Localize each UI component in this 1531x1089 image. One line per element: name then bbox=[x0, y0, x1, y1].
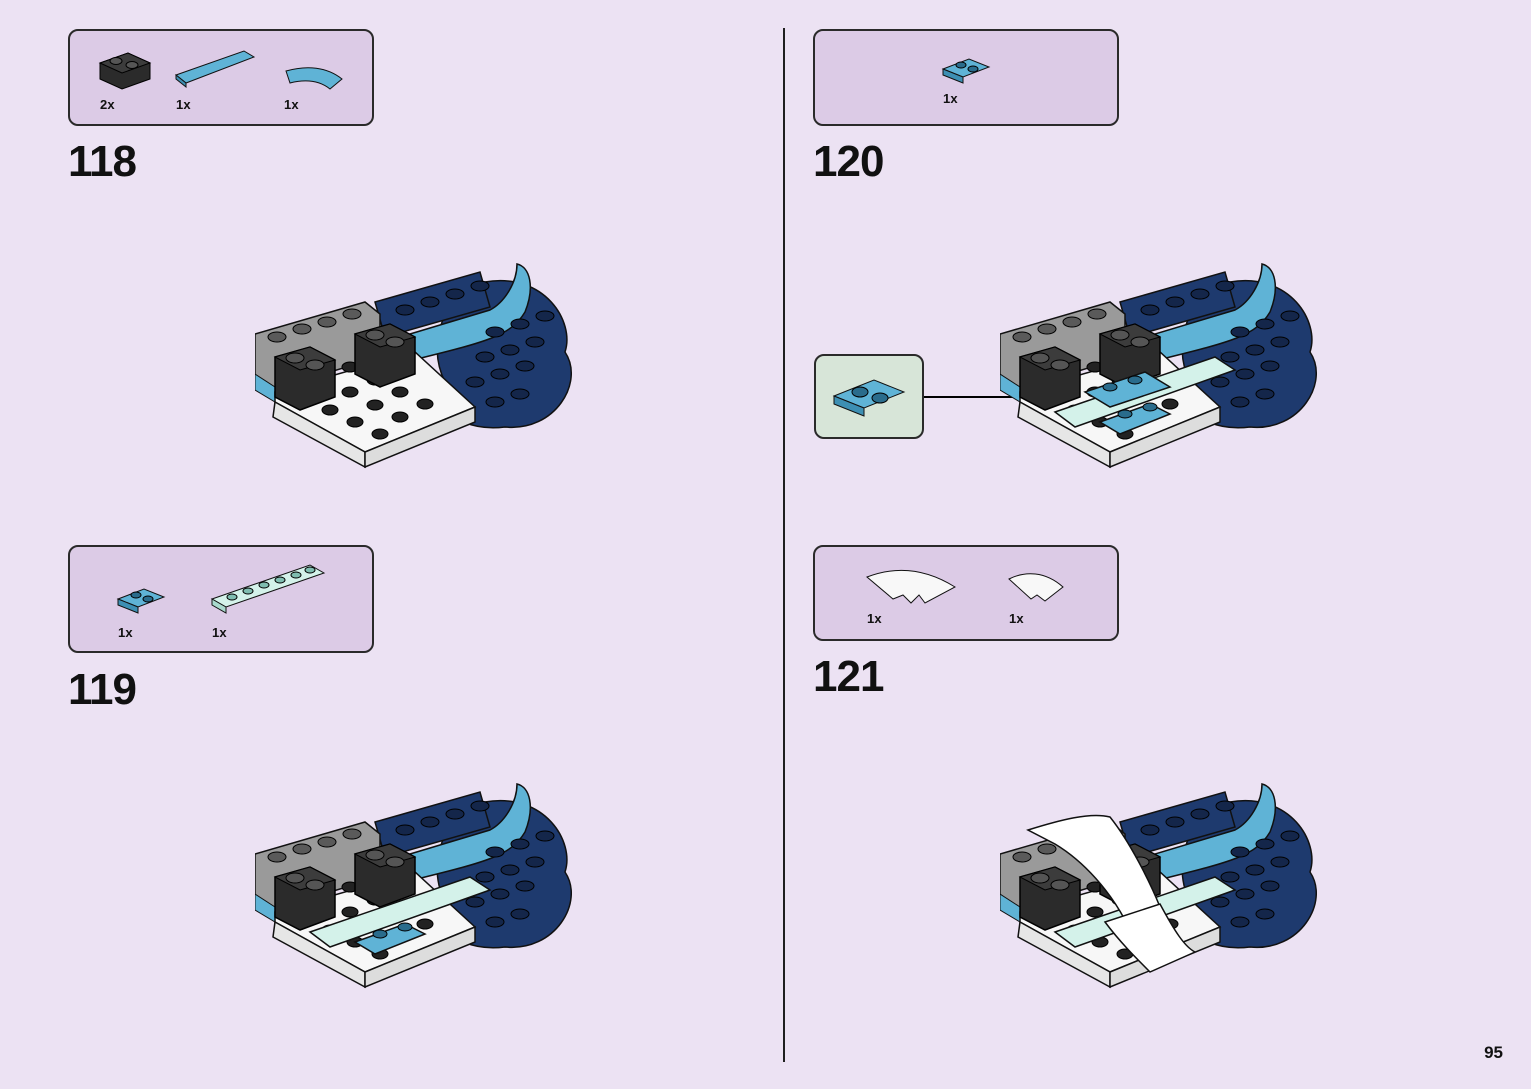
step-number: 120 bbox=[813, 140, 883, 184]
page-divider bbox=[783, 28, 785, 1062]
azure-curved-tile-icon bbox=[282, 65, 346, 93]
part-quantity: 1x bbox=[867, 611, 882, 626]
step-number: 119 bbox=[68, 668, 136, 712]
part-quantity: 1x bbox=[284, 97, 299, 112]
step-119-model-illustration bbox=[255, 782, 575, 1007]
part-quantity: 1x bbox=[176, 97, 191, 112]
step-118-model-illustration bbox=[255, 262, 575, 487]
step-121-model-illustration bbox=[1000, 782, 1320, 1007]
part-quantity: 2x bbox=[100, 97, 115, 112]
parts-list-step-120: 1x bbox=[813, 29, 1119, 126]
azure-tile-1x6-icon bbox=[174, 49, 256, 89]
white-curved-slope-large-icon bbox=[863, 565, 961, 609]
white-curved-slope-small-icon bbox=[1005, 569, 1069, 609]
step-number: 121 bbox=[813, 655, 883, 699]
azure-plate-1x2-icon bbox=[832, 374, 908, 420]
aqua-plate-1x6-icon bbox=[210, 563, 330, 615]
part-quantity: 1x bbox=[1009, 611, 1024, 626]
step-number: 118 bbox=[68, 140, 136, 184]
parts-list-step-119: 1x 1x bbox=[68, 545, 374, 653]
black-brick-1x2-icon bbox=[98, 49, 154, 91]
sub-assembly-callout bbox=[814, 354, 924, 439]
parts-list-step-118: 2x 1x 1x bbox=[68, 29, 374, 126]
part-quantity: 1x bbox=[118, 625, 133, 640]
azure-plate-1x2-icon bbox=[116, 585, 168, 615]
parts-list-step-121: 1x 1x bbox=[813, 545, 1119, 641]
page-number: 95 bbox=[1484, 1043, 1503, 1063]
step-120-model-illustration bbox=[1000, 262, 1320, 487]
part-quantity: 1x bbox=[212, 625, 227, 640]
azure-plate-1x2-icon bbox=[941, 55, 993, 85]
part-quantity: 1x bbox=[943, 91, 958, 106]
